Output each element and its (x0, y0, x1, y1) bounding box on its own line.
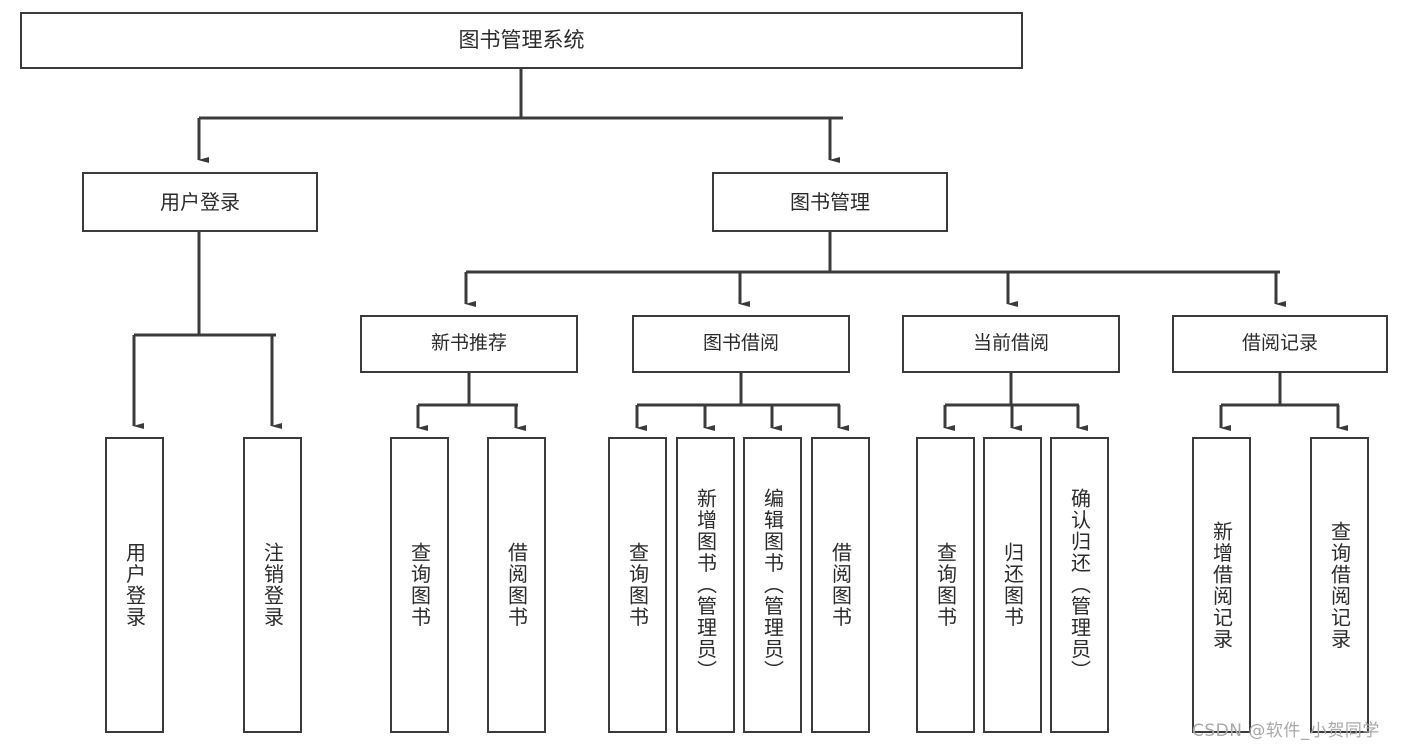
leaf-user-login[interactable]: 用户登录 (105, 437, 164, 733)
leaf-edit-book-admin-label: 编辑图书（管理员） (760, 488, 785, 682)
node-user-login[interactable]: 用户登录 (82, 172, 318, 232)
leaf-add-book-admin-label: 新增图书（管理员） (693, 488, 718, 682)
leaf-borrow-book-label: 借阅图书 (828, 542, 853, 628)
leaf-query-borrow-record[interactable]: 查询借阅记录 (1310, 437, 1369, 733)
node-borrow-record-label: 借阅记录 (1241, 332, 1318, 355)
leaf-add-borrow-record-label: 新增借阅记录 (1209, 520, 1234, 650)
leaf-query-book-borrow[interactable]: 查询图书 (608, 437, 667, 733)
leaf-query-book-current-label: 查询图书 (933, 542, 958, 628)
node-new-book-recommend[interactable]: 新书推荐 (360, 315, 578, 373)
leaf-borrow-book-recommend[interactable]: 借阅图书 (487, 437, 546, 733)
node-book-borrow-label: 图书借阅 (702, 332, 779, 355)
node-current-borrow[interactable]: 当前借阅 (902, 315, 1120, 373)
node-new-book-recommend-label: 新书推荐 (430, 332, 507, 355)
node-book-borrow[interactable]: 图书借阅 (632, 315, 850, 373)
node-current-borrow-label: 当前借阅 (972, 332, 1049, 355)
leaf-add-borrow-record[interactable]: 新增借阅记录 (1192, 437, 1251, 733)
leaf-return-book-label: 归还图书 (1000, 542, 1025, 628)
leaf-query-book-current[interactable]: 查询图书 (916, 437, 975, 733)
leaf-query-book-recommend-label: 查询图书 (407, 542, 432, 628)
leaf-add-book-admin[interactable]: 新增图书（管理员） (676, 437, 735, 733)
node-user-login-label: 用户登录 (160, 189, 240, 214)
leaf-confirm-return-admin[interactable]: 确认归还（管理员） (1050, 437, 1109, 733)
leaf-edit-book-admin[interactable]: 编辑图书（管理员） (743, 437, 802, 733)
node-root-label: 图书管理系统 (458, 27, 585, 52)
leaf-borrow-book[interactable]: 借阅图书 (811, 437, 870, 733)
leaf-query-book-borrow-label: 查询图书 (625, 542, 650, 628)
leaf-query-book-recommend[interactable]: 查询图书 (390, 437, 449, 733)
leaf-return-book[interactable]: 归还图书 (983, 437, 1042, 733)
leaf-user-logout-label: 注销登录 (260, 542, 285, 628)
watermark: CSDN @软件_小贺同学 (1192, 721, 1380, 741)
node-book-management[interactable]: 图书管理 (712, 172, 948, 232)
leaf-user-login-label: 用户登录 (122, 542, 147, 628)
leaf-borrow-book-recommend-label: 借阅图书 (504, 542, 529, 628)
node-root[interactable]: 图书管理系统 (20, 12, 1023, 69)
leaf-query-borrow-record-label: 查询借阅记录 (1327, 520, 1352, 650)
leaf-confirm-return-admin-label: 确认归还（管理员） (1067, 488, 1092, 682)
leaf-user-logout[interactable]: 注销登录 (243, 437, 302, 733)
node-book-management-label: 图书管理 (790, 189, 870, 214)
node-borrow-record[interactable]: 借阅记录 (1172, 315, 1388, 373)
